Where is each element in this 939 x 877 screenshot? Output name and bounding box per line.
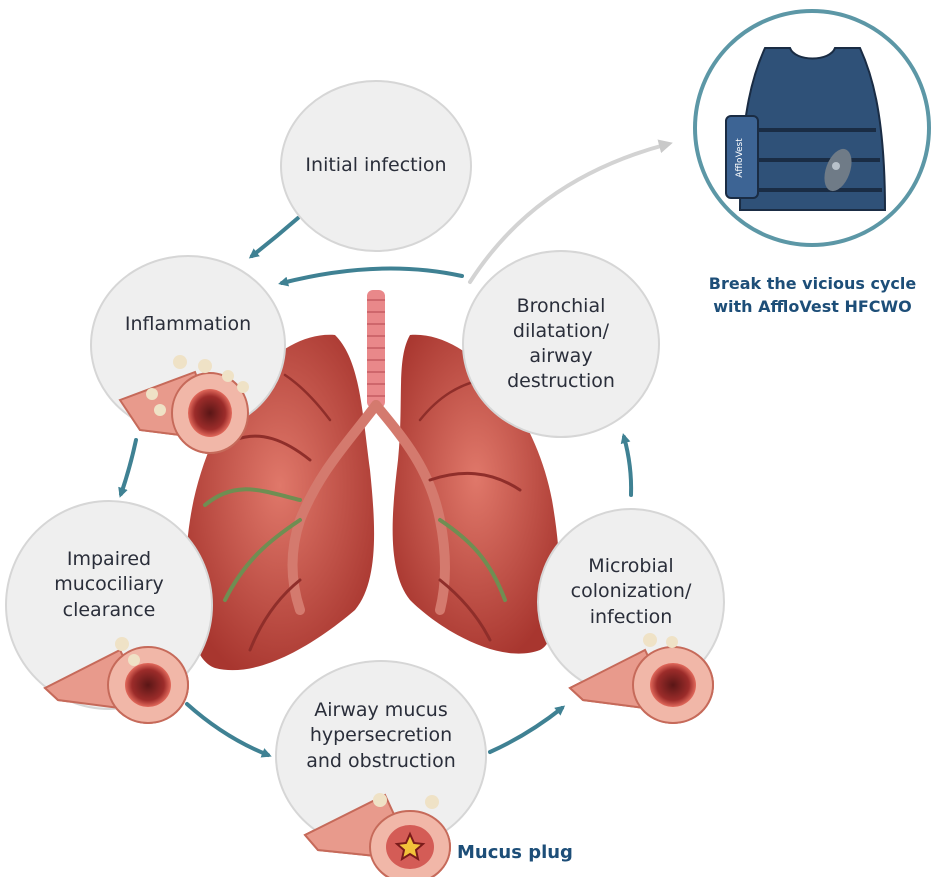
- arrow-inflammation-to-clearance: [121, 440, 136, 494]
- node-inflammation-label: Inflammation: [111, 312, 265, 337]
- node-mucus-hypersecretion-label: Airway mucus hypersecretion and obstruct…: [292, 698, 470, 773]
- break-cycle-line2: with AffloVest HFCWO: [690, 295, 935, 318]
- break-cycle-caption: Break the vicious cycle with AffloVest H…: [690, 272, 935, 318]
- node-bronchial-dilatation-label: Bronchial dilatation/ airway destruction: [472, 294, 650, 394]
- trachea: [367, 290, 385, 408]
- node-microbial-colonization-label: Microbial colonization/ infection: [547, 554, 715, 629]
- arrow-colonization-to-destruction: [624, 437, 631, 495]
- break-cycle-line1: Break the vicious cycle: [690, 272, 935, 295]
- arrow-hypersecretion-to-colonization: [490, 708, 562, 752]
- afflovest-image: AffloVest: [695, 11, 929, 245]
- svg-text:AffloVest: AffloVest: [735, 138, 745, 178]
- node-initial-infection-label: Initial infection: [291, 153, 460, 178]
- arrow-infection-to-inflammation: [252, 218, 298, 256]
- node-mucus-hypersecretion: Airway mucus hypersecretion and obstruct…: [275, 660, 487, 852]
- node-impaired-clearance-label: Impaired mucociliary clearance: [30, 547, 188, 622]
- mucus-plug-label: Mucus plug: [457, 842, 573, 863]
- node-impaired-clearance: Impaired mucociliary clearance: [5, 500, 213, 710]
- node-bronchial-dilatation: Bronchial dilatation/ airway destruction: [462, 250, 660, 438]
- node-inflammation: Inflammation: [90, 255, 286, 435]
- node-initial-infection: Initial infection: [280, 80, 472, 252]
- arrow-destruction-to-inflammation: [282, 268, 462, 283]
- arrow-clearance-to-hypersecretion: [187, 704, 268, 755]
- node-microbial-colonization: Microbial colonization/ infection: [537, 508, 725, 696]
